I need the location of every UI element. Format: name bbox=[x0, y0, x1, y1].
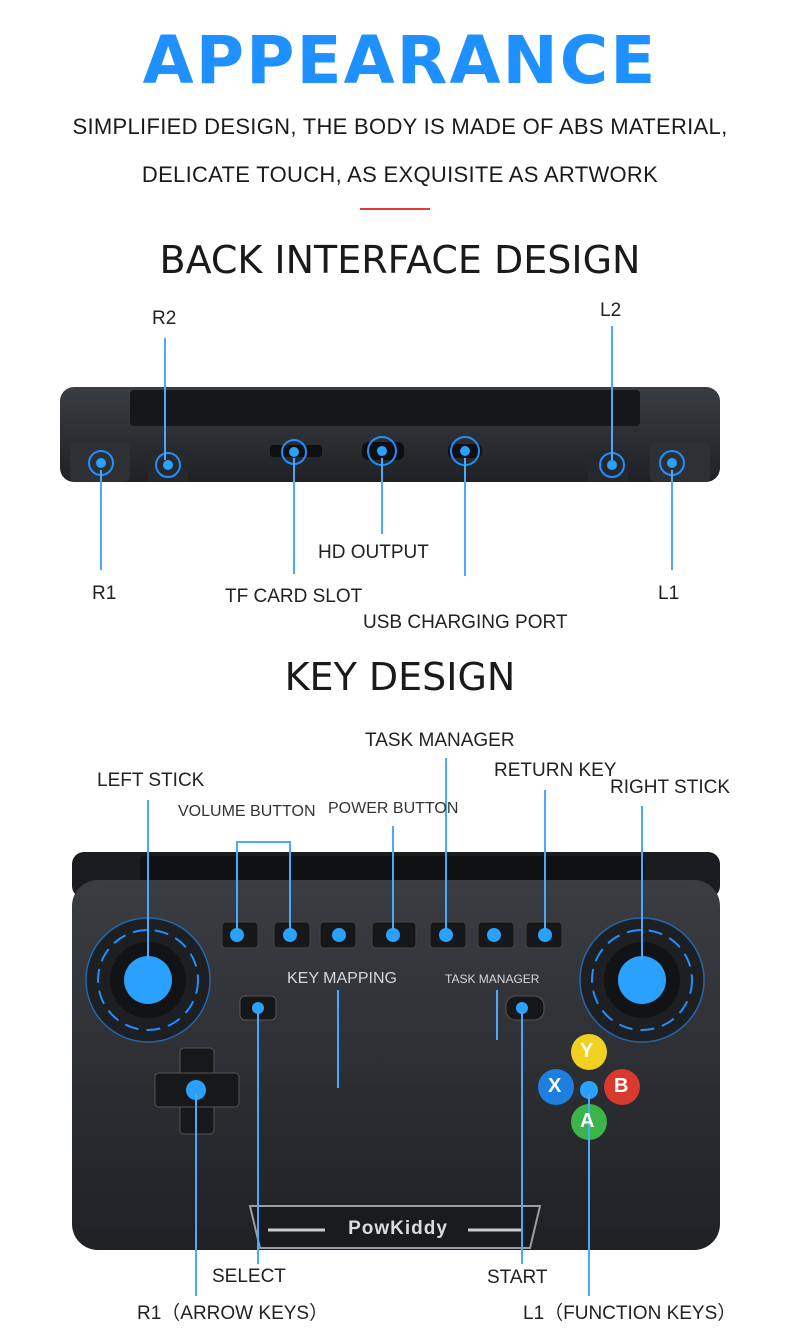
brand-logo: PowKiddy bbox=[348, 1218, 448, 1239]
divider bbox=[360, 208, 430, 210]
front-guide-lines bbox=[147, 758, 643, 1296]
front-device bbox=[72, 852, 720, 1250]
label-l2: L2 bbox=[600, 300, 622, 321]
back-guide-lines bbox=[100, 326, 673, 576]
label-task-manager: TASK MANAGER bbox=[365, 730, 515, 751]
label-right-stick: RIGHT STICK bbox=[610, 777, 730, 798]
subtitle-line-2: DELICATE TOUCH, AS EXQUISITE AS ARTWORK bbox=[141, 162, 659, 187]
subtitle-line-1: SIMPLIFIED DESIGN, THE BODY IS MADE OF A… bbox=[72, 114, 728, 139]
label-return-key: RETURN KEY bbox=[494, 760, 617, 781]
y-button-label: Y bbox=[580, 1040, 594, 1062]
label-r1-arrow-keys: R1（ARROW KEYS） bbox=[137, 1303, 329, 1324]
label-key-mapping: KEY MAPPING bbox=[287, 970, 397, 987]
label-l1-function-keys: L1（FUNCTION KEYS） bbox=[523, 1303, 737, 1324]
label-usb-charging-port: USB CHARGING PORT bbox=[363, 612, 568, 633]
left-stick bbox=[85, 917, 211, 1043]
dpad bbox=[154, 1047, 240, 1135]
label-hd-output: HD OUTPUT bbox=[318, 542, 429, 563]
page-title: APPEARANCE bbox=[142, 22, 658, 99]
back-port-markers bbox=[88, 436, 685, 478]
label-volume-button: VOLUME BUTTON bbox=[178, 803, 316, 820]
top-button-row bbox=[221, 921, 563, 949]
b-button-label: B bbox=[614, 1075, 629, 1097]
label-power-button: POWER BUTTON bbox=[328, 800, 459, 817]
right-stick bbox=[579, 917, 705, 1043]
label-tf-card-slot: TF CARD SLOT bbox=[225, 586, 363, 607]
x-button-label: X bbox=[548, 1075, 562, 1097]
label-r2: R2 bbox=[152, 308, 177, 329]
label-l1: L1 bbox=[658, 583, 680, 604]
label-r1: R1 bbox=[92, 583, 117, 604]
label-task-manager-small: TASK MANAGER bbox=[445, 972, 540, 986]
label-start: START bbox=[487, 1267, 548, 1288]
a-button-label: A bbox=[580, 1110, 595, 1132]
back-device bbox=[60, 387, 720, 482]
label-left-stick: LEFT STICK bbox=[97, 770, 205, 791]
back-interface-title: BACK INTERFACE DESIGN bbox=[159, 238, 641, 282]
key-design-title: KEY DESIGN bbox=[284, 655, 516, 699]
label-select: SELECT bbox=[212, 1266, 286, 1287]
